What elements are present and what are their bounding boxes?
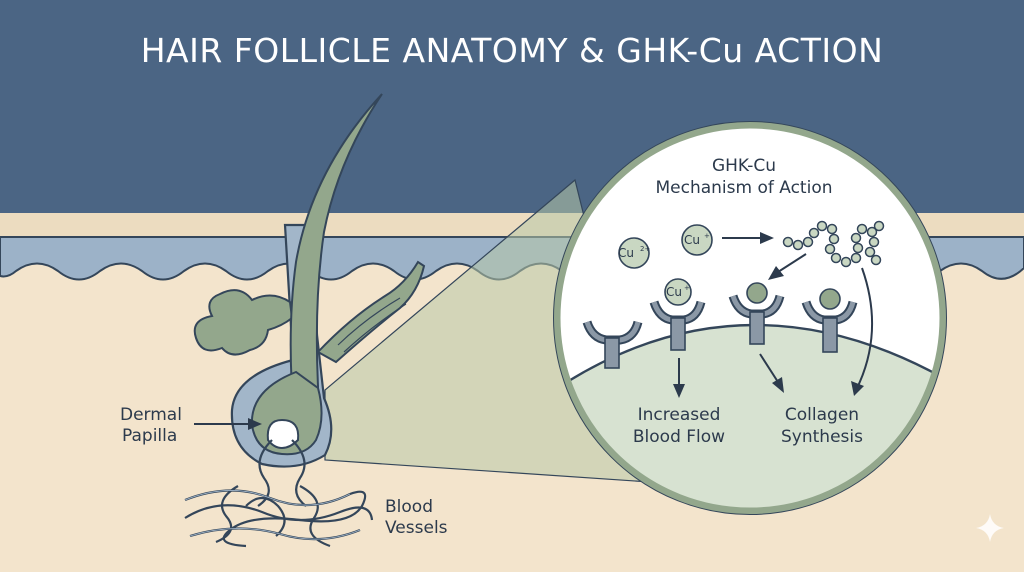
diagram-title: HAIR FOLLICLE ANATOMY & GHK-Cu ACTION: [141, 31, 884, 70]
dermal-papilla-label-line1: Dermal: [120, 405, 182, 425]
svg-text:+: +: [684, 284, 690, 292]
dermal-papilla-label-line2: Papilla: [122, 426, 177, 446]
inset-heading-line2: Mechanism of Action: [655, 178, 832, 198]
copper-ion-1: Cu 2+: [618, 237, 650, 269]
blood-flow-label-line2: Blood Flow: [633, 427, 725, 447]
collagen-label-line1: Collagen: [785, 405, 859, 425]
chain-to-receptor-arrow: [777, 253, 807, 273]
sebaceous-gland: [193, 289, 294, 356]
chain-to-collagen-arrow: [857, 267, 873, 387]
receptor-3-bound: [728, 282, 785, 345]
receptor-1: [582, 320, 643, 369]
ghk-peptide-chain: [782, 220, 885, 268]
inset-border: [553, 121, 947, 515]
blood-vessels-label-line2: Vessels: [385, 518, 448, 538]
collagen-label-line2: Synthesis: [781, 427, 863, 447]
blood-flow-label-line1: Increased: [638, 405, 721, 425]
receptor-4-bound: [801, 288, 858, 353]
dermal-papilla-arrowhead: [248, 418, 262, 430]
svg-text:Cu: Cu: [666, 285, 682, 299]
dermal-papilla: [266, 418, 300, 450]
arrector-pili-muscle: [316, 260, 426, 364]
sparkle-icon: [976, 514, 1004, 542]
blood-vessels-label-line1: Blood: [385, 497, 433, 517]
svg-text:Cu: Cu: [684, 233, 700, 247]
receptor-2-bound: Cu +: [649, 278, 706, 351]
collagen-arrow: [759, 353, 779, 383]
svg-text:+: +: [704, 232, 710, 240]
svg-text:Cu: Cu: [618, 246, 634, 260]
copper-ion-2: Cu +: [681, 224, 713, 256]
svg-text:2+: 2+: [640, 245, 650, 253]
inset-heading-line1: GHK-Cu: [712, 156, 776, 176]
